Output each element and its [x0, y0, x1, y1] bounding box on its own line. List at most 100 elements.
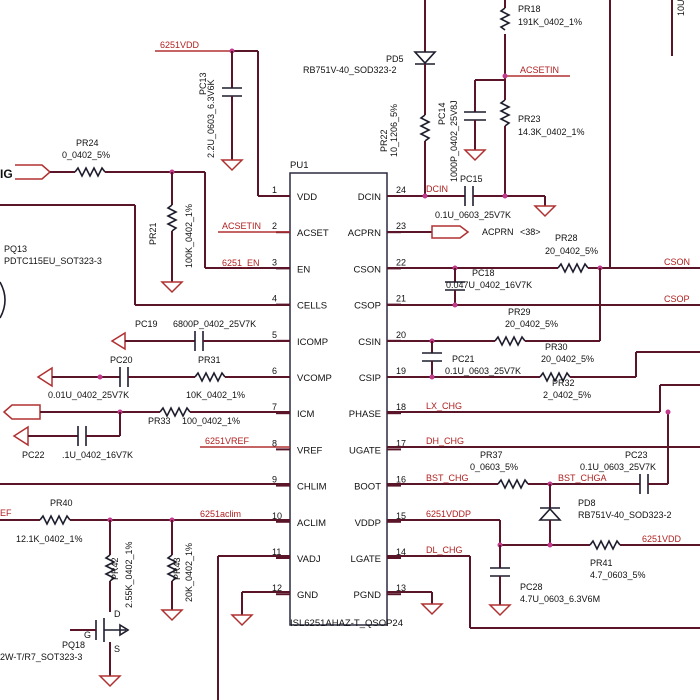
- ic-pin-number: 12: [272, 583, 282, 593]
- ic-pin-number: 11: [272, 547, 281, 557]
- resistor-pr24: [74, 166, 106, 178]
- pr41-value: 4.7_0603_5%: [590, 570, 646, 580]
- pq13-value: PDTC115EU_SOT323-3: [4, 256, 102, 266]
- pq18-value: 2W-T/R7_SOT323-3: [0, 652, 82, 662]
- ic-pin-number: 7: [272, 402, 277, 412]
- pq18-pin-s: S: [114, 644, 120, 654]
- ic-pin-number: 16: [396, 475, 406, 485]
- pr32-ref: PR32: [552, 378, 575, 388]
- junction: [452, 302, 458, 308]
- transistor-pq13: [0, 281, 6, 319]
- ic-pin-number: 19: [396, 366, 406, 376]
- net-label-6251vdd-right: 6251VDD: [642, 534, 682, 544]
- pr42-ref: PR42: [110, 557, 120, 580]
- net-label-dh-chg: DH_CHG: [426, 436, 464, 446]
- pr29-ref: PR29: [508, 307, 531, 317]
- resistor-pr23: [499, 99, 511, 127]
- ic-pin-number: 22: [396, 257, 406, 267]
- pr18-value: 191K_0402_1%: [518, 17, 582, 27]
- pq18-ref: PQ18: [62, 640, 85, 650]
- ground-arrow: [110, 331, 126, 351]
- resistor-pr28: [557, 262, 589, 274]
- pr22-value: 10_1206_5%: [389, 104, 399, 157]
- resistor-pr33: [159, 406, 191, 418]
- net-label-csop: CSOP: [664, 294, 690, 304]
- ic-pin-number: 4: [272, 294, 277, 304]
- resistor-pr21: [166, 204, 178, 232]
- resistor-pr18: [499, 7, 511, 31]
- ic-pin-name: VREF: [297, 445, 323, 456]
- transistor-pq18: [95, 618, 130, 642]
- capacitor-pc13: [222, 87, 242, 97]
- pr33-value: 100_0402_1%: [182, 416, 240, 426]
- ic-pin-name: CSOP: [354, 301, 381, 312]
- net-label-6251vref: 6251VREF: [205, 436, 250, 446]
- resistor-pr31: [194, 371, 226, 383]
- pr18-ref: PR18: [518, 4, 541, 14]
- net-label-6251vddp: 6251VDDP: [426, 509, 471, 519]
- ic-pin-number: 1: [272, 185, 277, 195]
- resistor-pr29: [494, 335, 526, 347]
- pc23-ref: PC23: [625, 450, 648, 460]
- offpage-connector: [2, 404, 41, 420]
- pr43-ref: PR43: [172, 557, 182, 580]
- resistor-pr41: [589, 539, 621, 551]
- resistor-pr42: [104, 554, 116, 582]
- pr29-value: 20_0402_5%: [505, 319, 558, 329]
- ic-pin-name: PGND: [354, 590, 382, 601]
- ic-body: [289, 172, 388, 626]
- ic-part: ISL6251AHAZ-T_QSOP24: [290, 618, 403, 629]
- pc19-value: 6800P_0402_25V7K: [173, 319, 256, 329]
- pr28-ref: PR28: [555, 233, 578, 243]
- pr37-ref: PR37: [480, 450, 503, 460]
- net-label-lx-chg: LX_CHG: [426, 401, 462, 411]
- pc14-value: 1000P_0402_25V8J: [449, 100, 459, 182]
- capacitor-pc21: [422, 352, 442, 362]
- net-label-bst-chga: BST_CHGA: [558, 473, 607, 483]
- pd5-value: RB751V-40_SOD323-2: [303, 65, 397, 75]
- pc23-value: 0.1U_0603_25V7K: [580, 462, 656, 472]
- ic-pin-number: 13: [396, 583, 406, 593]
- ic-pin-name: ACLIM: [297, 518, 326, 529]
- pc14-ref: PC14: [437, 102, 447, 125]
- net-label-bst-chg: BST_CHG: [426, 473, 469, 483]
- ic-pin-name: CSIP: [359, 373, 381, 384]
- pc19-ref: PC19: [135, 319, 158, 329]
- pc18-ref: PC18: [472, 268, 495, 278]
- ic-pin-name: CSON: [354, 264, 382, 275]
- net-label-6251aclim: 6251aclim: [200, 509, 241, 519]
- ic-pin-number: 10: [272, 511, 282, 521]
- ic-pin-name: VDDP: [355, 518, 381, 529]
- pd8-ref: PD8: [578, 498, 596, 508]
- pc28-ref: PC28: [520, 582, 543, 592]
- pc21-value: 0.1U_0603_25V7K: [445, 366, 521, 376]
- pr31-value: 10K_0402_1%: [186, 390, 245, 400]
- ic-pin-number: 6: [272, 366, 277, 376]
- left-cut-mid: EF: [0, 508, 12, 518]
- ground-symbol: [533, 205, 557, 218]
- ground-symbol: [463, 149, 487, 162]
- ic-pin-number: 2: [272, 221, 277, 231]
- top-right-cut: 10U: [676, 0, 686, 16]
- net-label-dcin: DCIN: [426, 184, 448, 194]
- pr40-ref: PR40: [50, 498, 73, 508]
- net-label-6251vdd-top: 6251VDD: [160, 40, 200, 50]
- resistor-pr30: [539, 371, 571, 383]
- ic-pin-number: 24: [396, 185, 406, 195]
- pc22-value: .1U_0402_16V7K: [62, 450, 133, 460]
- capacitor-pc19: [194, 331, 204, 351]
- capacitor-pc22: [77, 426, 87, 446]
- pr22-ref: PR22: [379, 129, 389, 152]
- pc20-ref: PC20: [110, 355, 133, 365]
- junction: [502, 193, 508, 199]
- capacitor-pc14: [464, 111, 486, 121]
- ic-pin-name: ACSET: [297, 228, 329, 239]
- pr24-value: 0_0402_5%: [62, 150, 110, 160]
- ic-ref: PU1: [290, 160, 308, 171]
- acprn-page: <38>: [520, 227, 541, 237]
- pr21-value: 100K_0402_1%: [184, 204, 194, 268]
- ground-symbol: [98, 675, 122, 688]
- pr32-value: 2_0402_5%: [543, 390, 591, 400]
- pq18-pin-g: G: [84, 630, 91, 640]
- junction: [547, 542, 553, 548]
